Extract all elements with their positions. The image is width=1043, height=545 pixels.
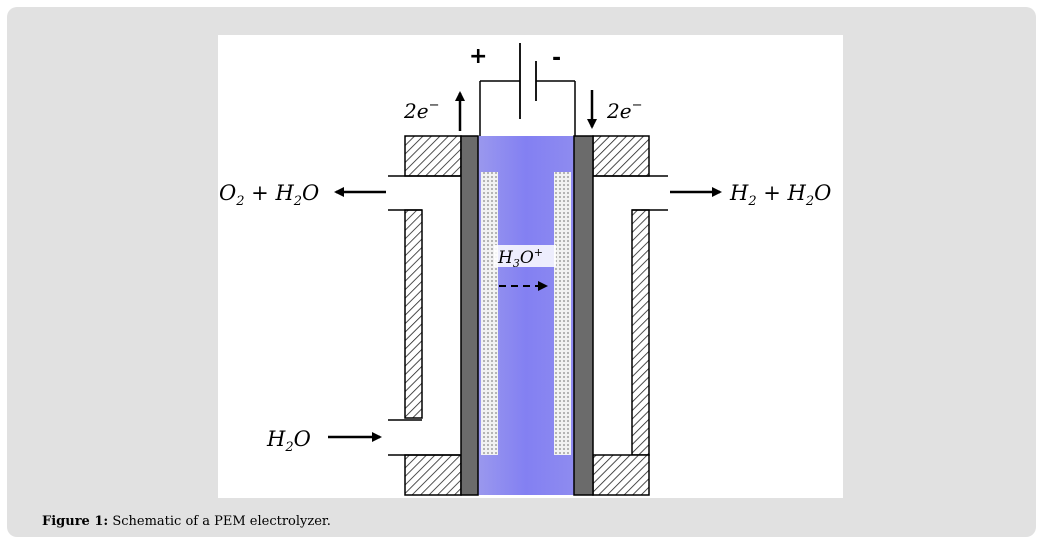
cathode-housing [592,135,668,496]
cathode-electrode [573,135,594,496]
anode-housing [388,135,462,496]
negative-terminal-label: - [552,46,561,71]
anode-electrode [460,135,479,496]
anode-diffusion-layer [481,172,498,455]
positive-terminal-label: + [469,44,487,69]
external-circuit [479,43,576,136]
anode-outlet-label: O2 + H2O [219,181,319,209]
cathode-electron-label: 2e− [606,98,642,123]
anode-electron-label: 2e− [403,98,439,123]
cathode-diffusion-layer [554,172,571,455]
figure-panel: H3O+ + - 2e− 2e− [7,7,1036,537]
figure-caption: Figure 1: Schematic of a PEM electrolyze… [42,514,331,529]
diagram-canvas: H3O+ + - 2e− 2e− [219,43,831,496]
caption-label: Figure 1: [42,514,109,529]
caption-text: Schematic of a PEM electrolyzer. [108,514,331,529]
water-inlet-label: H2O [266,427,311,455]
ion-label: H3O+ [497,246,543,270]
cathode-outlet-label: H2 + H2O [729,181,831,209]
pem-electrolyzer-diagram: H3O+ + - 2e− 2e− [218,35,843,498]
